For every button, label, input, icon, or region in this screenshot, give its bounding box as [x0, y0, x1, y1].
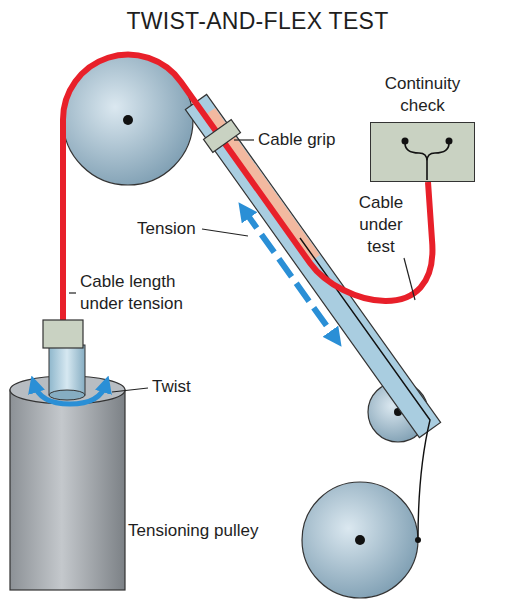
- twist-arrow: [70, 384, 106, 404]
- pulley-axle: [123, 115, 133, 125]
- part-label: Cable grip: [258, 129, 336, 151]
- tensioning-pulley: [302, 482, 418, 598]
- diagram-title: TWIST-AND-FLEX TEST: [0, 8, 515, 35]
- leader-lines: [69, 140, 415, 392]
- probe-symbol: [371, 123, 473, 180]
- twist-arrow: [34, 384, 70, 404]
- node-heading: Continuity check: [361, 73, 484, 117]
- wire-anchor: [415, 537, 421, 543]
- tension-arrow: [244, 210, 336, 339]
- part-label: Cable length under tension: [80, 271, 198, 315]
- twist-motor: [10, 345, 125, 590]
- shaft-clamp: [43, 320, 83, 348]
- motion-label: Twist: [152, 376, 191, 398]
- cable-grip: [204, 120, 241, 153]
- continuity-tester: Continuity check: [370, 122, 475, 182]
- cable: [63, 55, 432, 330]
- part-label: Tensioning pulley: [128, 520, 258, 542]
- force-label: Tension: [137, 218, 196, 240]
- tension-wire: [300, 238, 430, 540]
- part-label: Cable under test: [345, 192, 417, 258]
- pulley-axle: [355, 535, 365, 545]
